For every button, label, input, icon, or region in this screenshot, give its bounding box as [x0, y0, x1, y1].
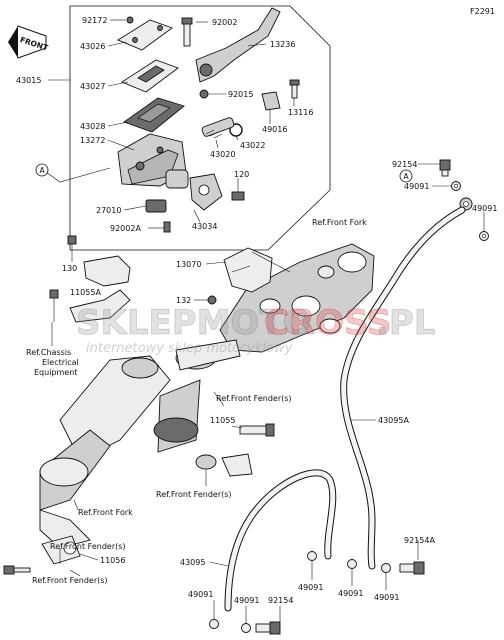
part-labels: 92172 43026 43015 43027 43028 13272 2701… — [16, 16, 497, 605]
label-49091-top2: 49091 — [472, 204, 497, 213]
label-49091-b4: 49091 — [188, 590, 213, 599]
ref-front-fender-3: Ref.Front Fender(s) — [50, 542, 126, 551]
label-132: 132 — [176, 296, 191, 305]
washer-49091-top1 — [451, 181, 461, 191]
label-49091-b3: 49091 — [374, 593, 399, 602]
callout-a-left-text: A — [40, 166, 46, 175]
master-cylinder-group-box — [69, 5, 331, 251]
label-13272: 13272 — [80, 136, 105, 145]
callout-a-right-text: A — [404, 172, 410, 181]
label-49091-b2: 49091 — [338, 589, 363, 598]
diaphragm-43028 — [123, 97, 185, 133]
bolt-11055 — [239, 423, 275, 437]
hose-guide-13070 — [223, 247, 273, 293]
label-43095: 43095 — [180, 558, 205, 567]
banjo-bolt-92154-bottom — [255, 621, 281, 635]
label-92015: 92015 — [228, 90, 253, 99]
master-cylinder-body — [117, 133, 189, 189]
washer-49091-top2 — [479, 231, 489, 241]
nut-92015 — [199, 89, 209, 99]
watermark-tagline: internetowy sklep motocyklowy — [86, 341, 293, 356]
label-13236: 13236 — [270, 40, 295, 49]
ref-chassis-line2: Electrical — [42, 358, 79, 367]
banjo-bolt-92154-top — [439, 159, 451, 177]
label-27010: 27010 — [96, 206, 121, 215]
ref-front-fork-top: Ref.Front Fork — [312, 218, 367, 227]
label-43034: 43034 — [192, 222, 217, 231]
piston-assy-43020 — [201, 117, 235, 139]
washer-49091-b4 — [209, 619, 219, 629]
washer-49091-b3 — [381, 563, 391, 573]
label-49091-b5: 49091 — [234, 596, 259, 605]
label-11055A: 11055A — [70, 288, 101, 297]
label-92154A: 92154A — [404, 536, 435, 545]
label-130: 130 — [62, 264, 77, 273]
watermark: SKLEPMOTO CROSS .PL internetowy sklep mo… — [76, 303, 436, 356]
label-92154-bottom: 92154 — [268, 596, 293, 605]
label-43020: 43020 — [210, 150, 235, 159]
label-13070: 13070 — [176, 260, 201, 269]
label-49016: 49016 — [262, 125, 287, 134]
label-43022: 43022 — [240, 141, 265, 150]
label-92172: 92172 — [82, 16, 107, 25]
switch-27010 — [145, 199, 167, 213]
washer-49091-b5 — [241, 623, 251, 633]
screw-92172 — [126, 16, 134, 24]
ref-front-fork-bottom: Ref.Front Fork — [78, 508, 133, 517]
washer-49091-b1 — [307, 551, 317, 561]
leader-lines — [45, 19, 485, 623]
hose-clamp-mid — [195, 453, 253, 477]
callout-a-right: A — [399, 169, 413, 183]
label-43028: 43028 — [80, 122, 105, 131]
callout-a-left: A — [35, 163, 49, 177]
label-49091-b1: 49091 — [298, 583, 323, 592]
label-43026: 43026 — [80, 42, 105, 51]
watermark-brand-a: SKLEPMOTO — [76, 303, 311, 343]
bracket-130 — [67, 235, 131, 287]
label-11056: 11056 — [100, 556, 125, 565]
watermark-brand-b: CROSS — [264, 303, 391, 343]
ref-front-fender-4: Ref.Front Fender(s) — [32, 576, 108, 585]
diaphragm-plate-43027 — [121, 59, 179, 93]
bolt-92002 — [181, 17, 193, 47]
boot-49016 — [261, 91, 281, 111]
bolt-lower-left — [3, 565, 31, 575]
clamp-11056 — [41, 535, 81, 565]
brake-hose-43095 — [224, 469, 337, 612]
holder-clamp-43034 — [189, 173, 223, 211]
figure-code: F2291 — [470, 7, 495, 16]
pin-13116 — [289, 79, 300, 99]
bolt-120 — [231, 191, 245, 201]
screw-92002A — [163, 221, 171, 233]
label-49091-top1: 49091 — [404, 182, 429, 191]
label-13116: 13116 — [288, 108, 313, 117]
label-120: 120 — [234, 170, 249, 179]
label-92002A: 92002A — [110, 224, 141, 233]
front-fork-left — [39, 339, 241, 549]
ref-chassis-line3: Equipment — [34, 368, 77, 377]
ref-front-fender-1: Ref.Front Fender(s) — [216, 394, 292, 403]
watermark-brand-c: .PL — [376, 303, 436, 343]
label-92002: 92002 — [212, 18, 237, 27]
reservoir-cap-43026 — [117, 19, 173, 51]
brake-hose-43095A — [340, 206, 466, 570]
label-92154-top: 92154 — [392, 160, 417, 169]
label-43027: 43027 — [80, 82, 105, 91]
lower-triple-clamp — [219, 243, 375, 353]
label-43095A: 43095A — [378, 416, 409, 425]
brake-lever-13236 — [195, 7, 281, 83]
washer-49091-b2 — [347, 559, 357, 569]
banjo-bolt-92154A — [399, 561, 425, 575]
label-11055: 11055 — [210, 416, 235, 425]
label-43015: 43015 — [16, 76, 41, 85]
front-arrow-icon: FRONT — [8, 25, 50, 59]
ref-chassis-line1: Ref.Chassis — [26, 348, 71, 357]
reference-labels: Ref.Front Fork Ref.Chassis Electrical Eq… — [26, 218, 367, 585]
ref-front-fender-2: Ref.Front Fender(s) — [156, 490, 232, 499]
